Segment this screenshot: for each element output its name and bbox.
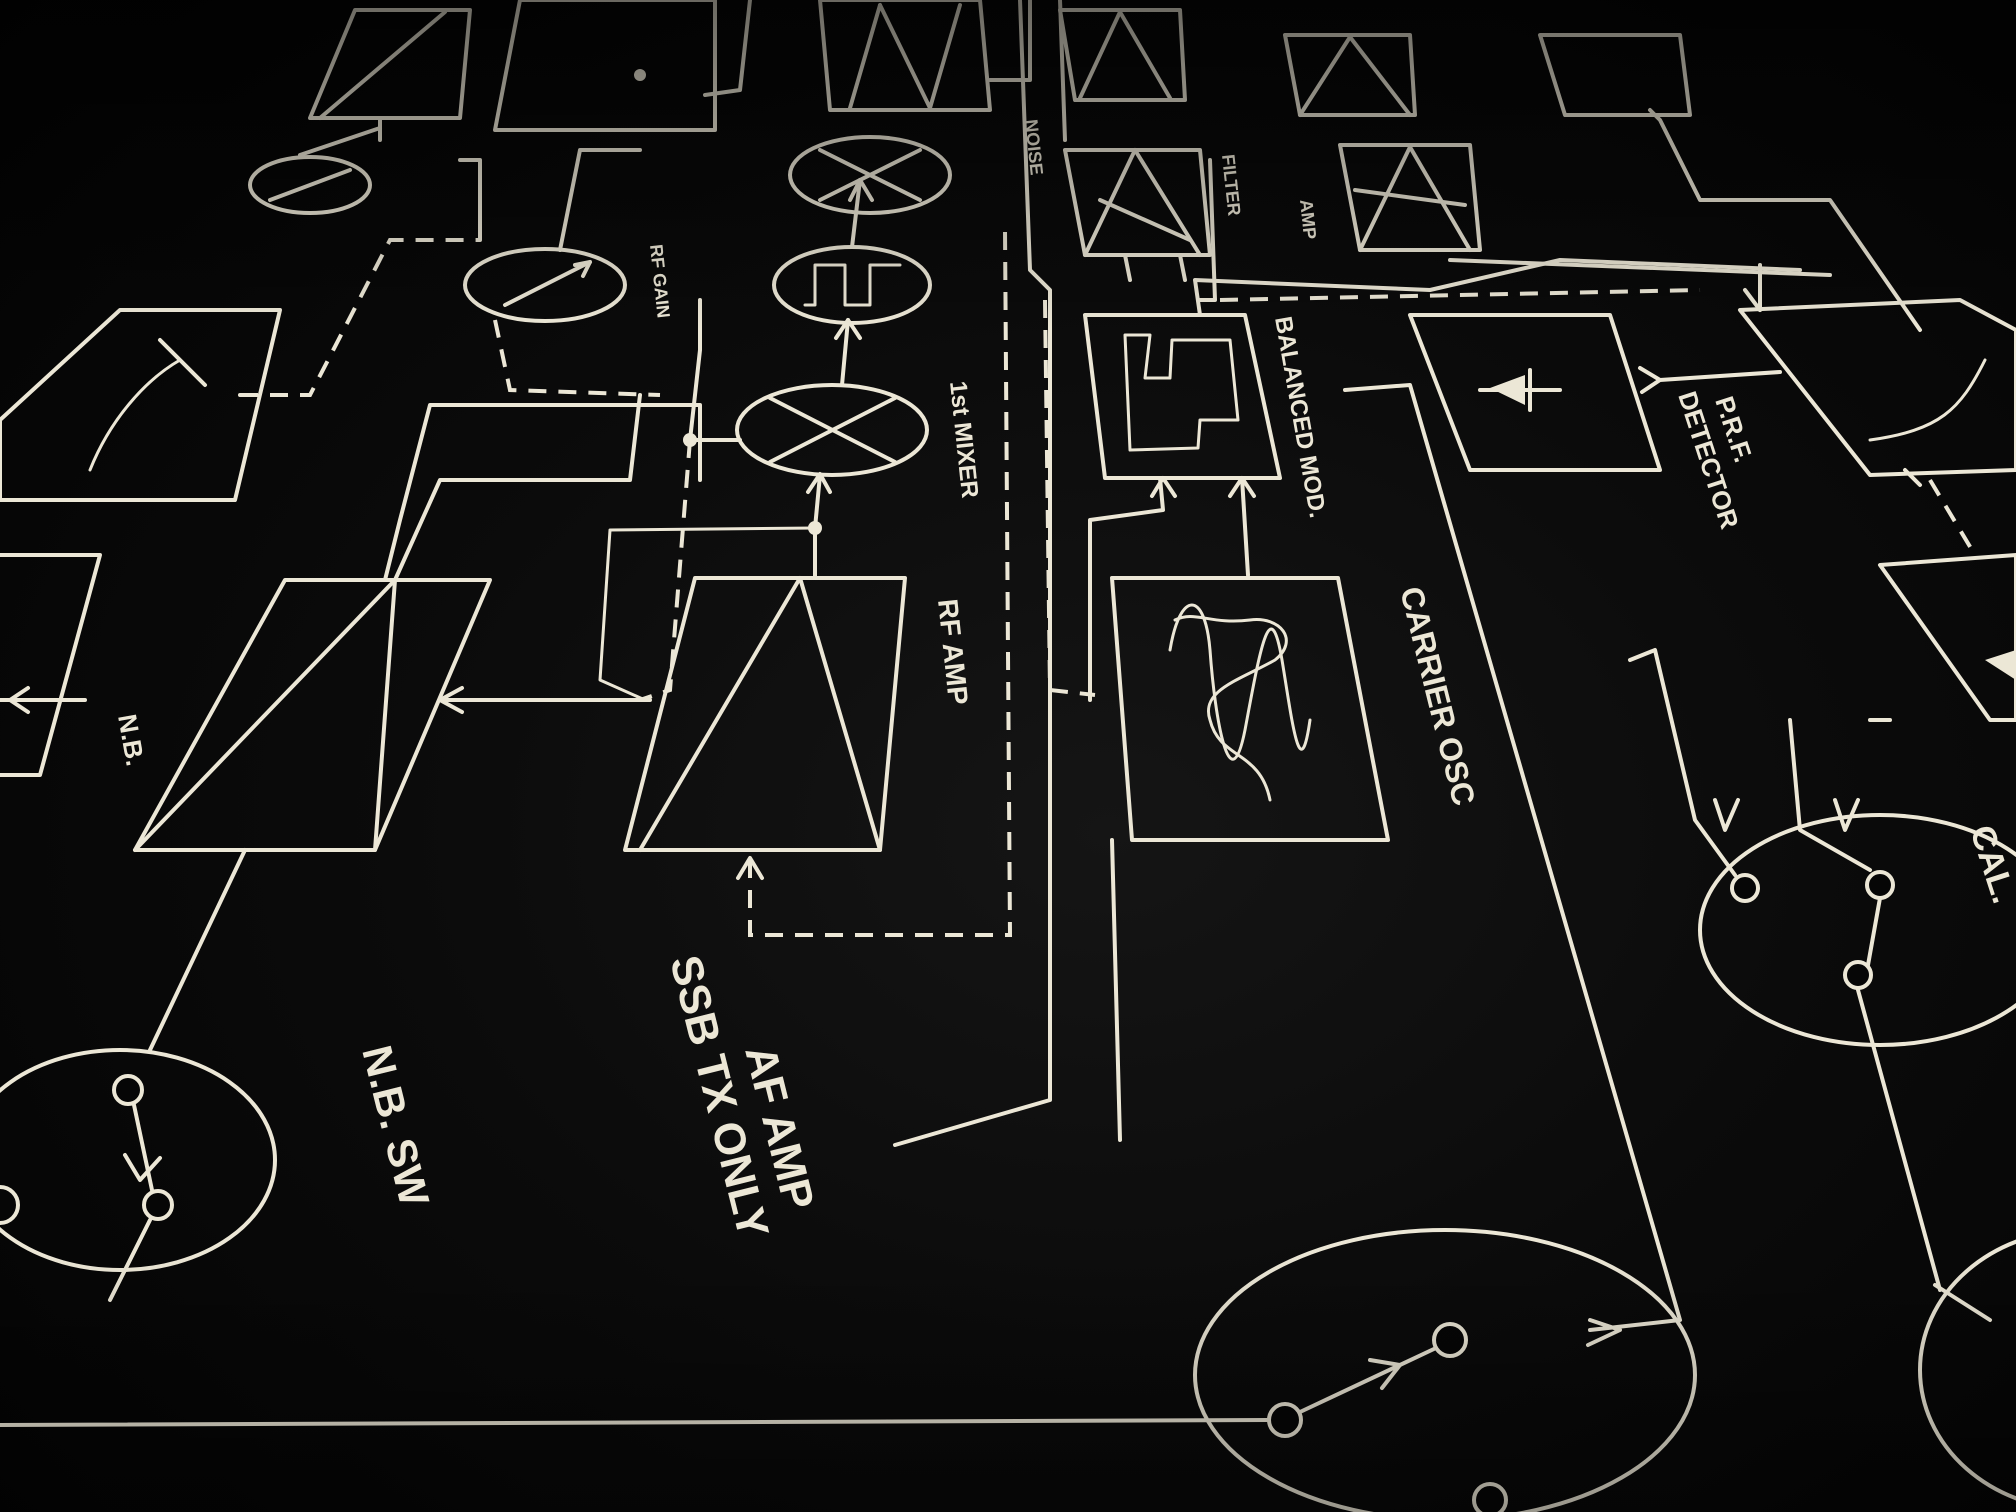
nb-label: N.B. [112,712,151,768]
noise-blanker-block [133,578,492,852]
left-meter-block [0,308,282,502]
bottom-switch-symbol [1193,1228,1697,1512]
arrow-prf-in-icon [1638,366,1662,394]
rf-amp-block [623,576,907,852]
filter-label: FILTER [1218,153,1244,216]
wire-nb-to-switch [148,848,247,1052]
top-left-blocks [248,0,1032,215]
left-partial-block [0,553,102,777]
arrow-bottom-switch-icon [1368,1358,1402,1390]
right-lower-block [1878,553,2016,722]
noise-gate-symbol [772,245,932,325]
prf-detector-block [1408,313,1662,472]
rf-amp-label: RF AMP [932,597,974,706]
filter-block [1063,148,1212,257]
balanced-mod-label: BALANCED MOD. [1269,314,1331,520]
bottom-bus-wire [0,1418,1270,1427]
carrier-osc-label: CARRIER OSC [1393,583,1482,809]
right-meter-block [1738,298,2016,477]
carrier-osc-block [1110,576,1390,842]
arrow-nbsw-icon [123,1153,162,1182]
amp-label: AMP [1296,198,1320,240]
balanced-modulator-block [1083,313,1282,480]
arrow-right-switch-icon [1586,1318,1622,1347]
rf-gain-label: RF GAIN [646,243,674,319]
first-mixer-symbol [735,383,929,477]
top-mixer-symbol [788,135,952,215]
cal-label: CAL. [1962,821,2016,908]
cal-switch-symbol [1628,648,2016,1292]
arrow-cal-b-icon [1833,798,1860,832]
nb-switch-symbol [0,1048,277,1302]
amp-block [1338,143,1482,252]
arrow-balmod-in-icon [1150,476,1177,498]
first-mixer-label: 1st MIXER [944,380,983,500]
arrow-carrier-up-icon [1228,476,1256,498]
upper-filter-blocks [1058,8,1692,117]
arrow-cal-a-icon [1713,798,1740,832]
nb-sw-label: N.B. SW [353,1041,438,1211]
dashed-agc-line [748,229,1013,937]
arrow-agc-up-icon [736,856,764,880]
rf-gain-control [463,247,627,323]
right-partial-switch [1918,1239,2016,1501]
arrow-nb-left-icon [8,686,30,714]
arrow-rfamp-nb-icon [438,686,464,714]
